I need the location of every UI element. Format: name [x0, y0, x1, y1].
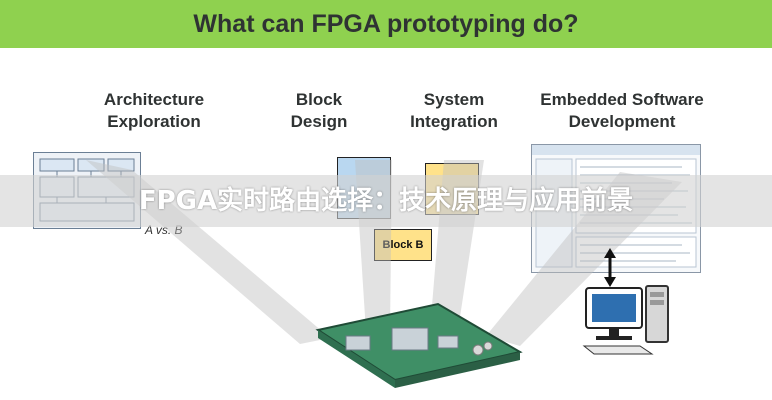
heading-architecture-exploration: Architecture Exploration [84, 89, 224, 133]
heading-block-line1: Block [295, 90, 343, 109]
watermark-text: FPGA实时路由选择：技术原理与应用前景 [138, 186, 634, 216]
computer [582, 285, 669, 355]
banner-title: What can FPGA prototyping do? [193, 10, 579, 38]
heading-block-design: Block Design [276, 89, 362, 133]
block-b-label: Block B [374, 229, 432, 261]
heading-embedded-line2: Development [568, 112, 676, 131]
heading-architecture-line2: Exploration [107, 112, 201, 131]
heading-embedded-software-development: Embedded Software Development [516, 89, 728, 133]
fpga-board [315, 302, 523, 388]
heading-embedded-line1: Embedded Software [540, 90, 704, 109]
heading-system-line2: Integration [410, 112, 498, 131]
watermark-overlay [0, 175, 772, 227]
top-banner [0, 0, 772, 48]
heading-block-line2: Design [290, 112, 348, 131]
heading-system-line1: System [423, 90, 485, 109]
heading-architecture-line1: Architecture [103, 90, 205, 109]
heading-system-integration: System Integration [394, 89, 514, 133]
